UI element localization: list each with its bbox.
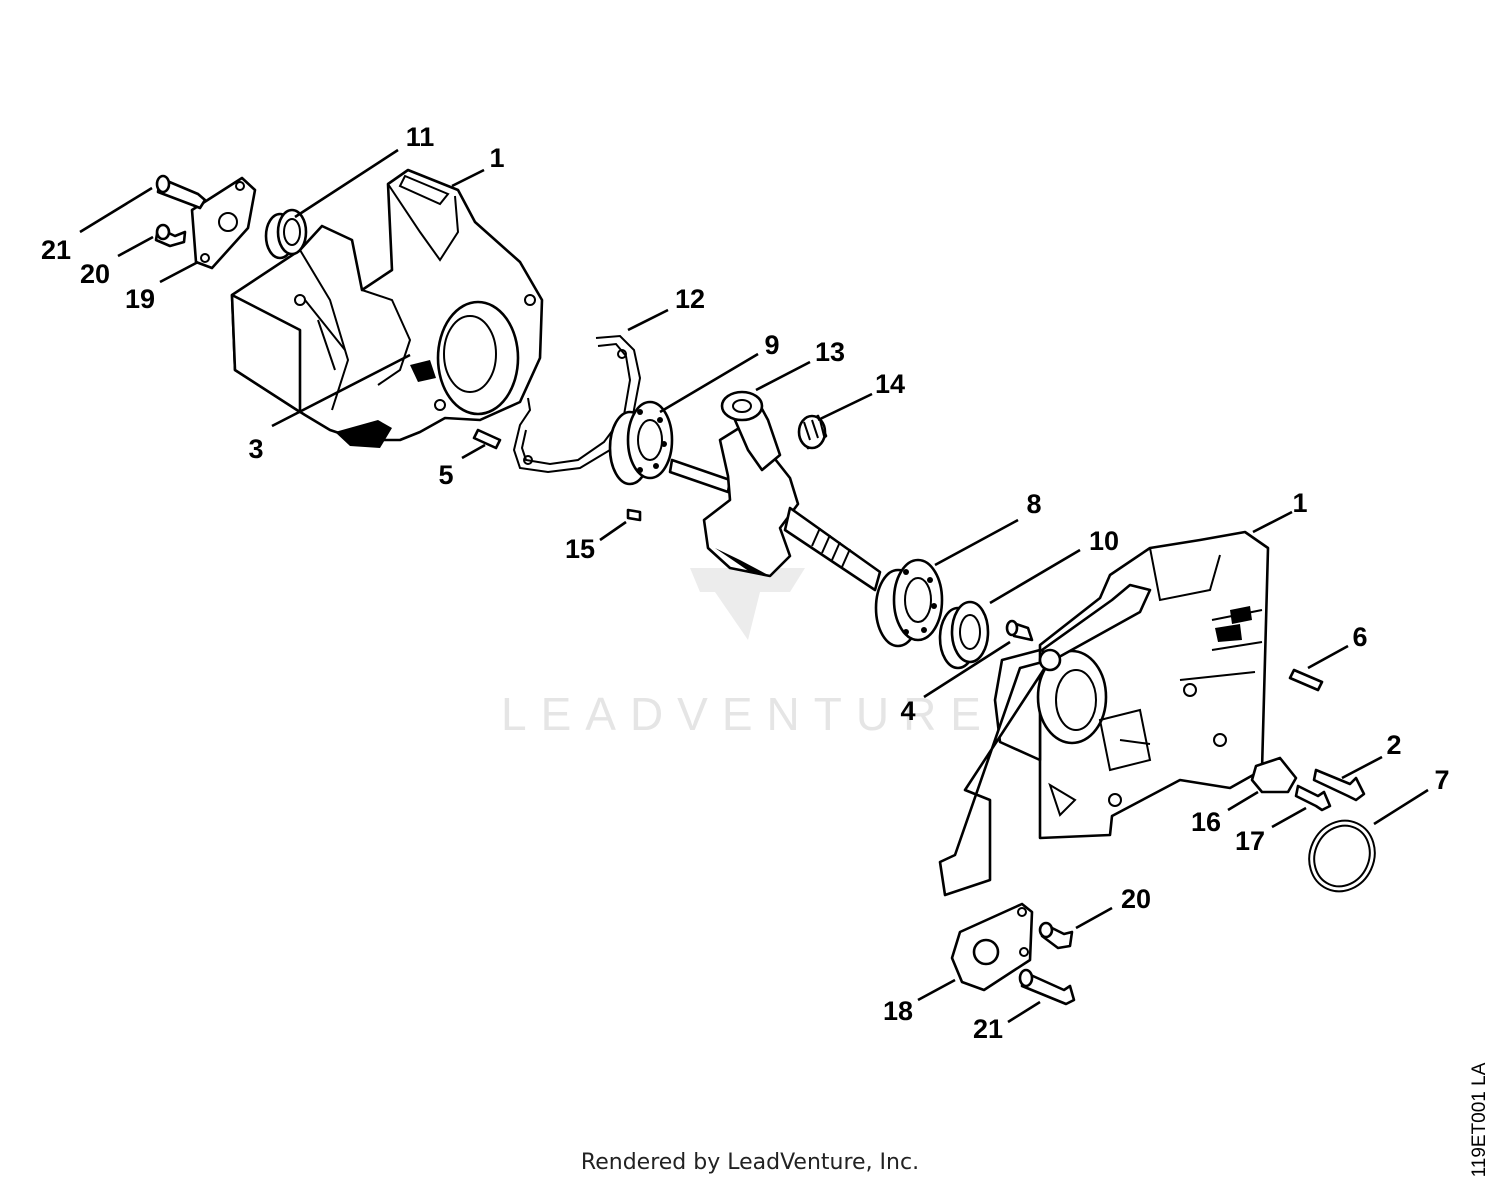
callout-3: 3 (248, 434, 263, 464)
callout-13: 13 (815, 337, 845, 367)
callout-12: 12 (675, 284, 705, 314)
callout-21-top: 21 (41, 235, 71, 265)
part-screw-17 (1294, 784, 1332, 812)
callout-6: 6 (1352, 622, 1367, 652)
callout-20-bottom: 20 (1121, 884, 1151, 914)
part-screw-20-bottom (1038, 921, 1074, 950)
reference-code: 119ET001 LA (1469, 1062, 1490, 1178)
part-bearing-8 (874, 558, 944, 648)
callout-2: 2 (1386, 730, 1401, 760)
callout-20-top: 20 (80, 259, 110, 289)
part-oil-seal-large (938, 600, 990, 670)
part-screw-2 (1312, 768, 1366, 802)
part-screw-21-top (155, 174, 207, 210)
footer-credit: Rendered by LeadVenture, Inc. (580, 1150, 920, 1175)
callout-14: 14 (875, 369, 905, 399)
callout-1-right: 1 (1292, 488, 1307, 518)
watermark-text: LEADVENTURE (501, 688, 995, 740)
callout-15: 15 (565, 534, 595, 564)
part-crankcase-right (938, 530, 1270, 897)
part-screw-20-top (154, 223, 187, 248)
part-bearing-9 (608, 400, 674, 486)
part-crankcase-left (230, 168, 544, 448)
part-crankshaft (668, 390, 882, 592)
part-fitting-4 (1005, 619, 1034, 642)
callout-16: 16 (1191, 807, 1221, 837)
part-plate-bottom (950, 902, 1034, 992)
callout-19: 19 (125, 284, 155, 314)
part-key-14 (626, 508, 642, 522)
part-oil-seal-small (264, 208, 308, 260)
callout-10: 10 (1089, 526, 1119, 556)
part-plate-top (190, 176, 257, 270)
callout-21-bottom: 21 (973, 1014, 1003, 1044)
callout-8: 8 (1026, 489, 1041, 519)
leader-lines (79, 148, 1429, 1024)
part-snap-ring (1308, 819, 1376, 893)
part-screw-21-bottom (1018, 968, 1076, 1006)
callouts: 1 1 2 3 4 5 6 7 8 9 10 11 12 13 14 15 16… (41, 122, 1450, 1044)
callout-18: 18 (883, 996, 913, 1026)
part-pin-6 (1288, 668, 1324, 692)
callout-9: 9 (764, 330, 779, 360)
callout-5: 5 (438, 460, 453, 490)
callout-17: 17 (1235, 826, 1265, 856)
callout-4: 4 (900, 696, 915, 726)
callout-1-left: 1 (489, 143, 504, 173)
watermark-logo-icon (690, 568, 805, 640)
watermark: LEADVENTURE (501, 568, 995, 740)
part-bushing-16 (1250, 756, 1298, 794)
callout-7: 7 (1434, 765, 1449, 795)
part-gasket (512, 334, 642, 474)
part-needle-cage (797, 414, 828, 450)
part-pin-5 (472, 428, 502, 450)
callout-11: 11 (406, 122, 435, 152)
reference-code-wrapper: 119ET001 LA (1466, 1060, 1494, 1180)
